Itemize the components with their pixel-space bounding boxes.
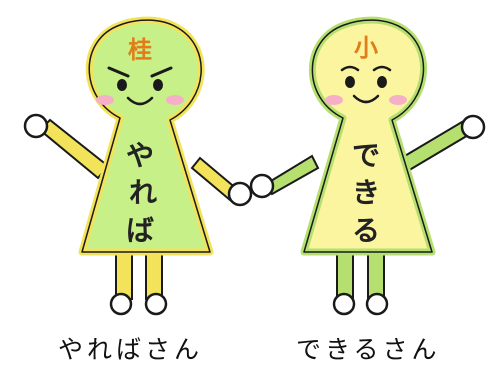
smile <box>126 96 154 106</box>
left-cheek <box>96 95 114 105</box>
left-character-legs <box>109 252 168 316</box>
caption-dekiru: できるさん <box>296 335 441 364</box>
left-body-char-2: れ <box>129 176 157 209</box>
right-head-label: 小 <box>354 34 378 62</box>
caption-yareba: やればさん <box>58 335 204 364</box>
right-character-face <box>325 65 407 105</box>
right-character-hand <box>249 173 275 199</box>
joined-hands <box>227 173 275 207</box>
right-cheek <box>166 95 184 105</box>
left-cheek <box>325 95 343 105</box>
left-character-face <box>96 66 184 106</box>
right-body-char-2: き <box>352 176 380 209</box>
character-dekiru: 小 で き る <box>264 16 486 316</box>
smile <box>352 94 380 104</box>
left-character-hand <box>227 181 253 207</box>
left-head-label: 桂 <box>128 36 152 64</box>
left-body-char-1: や <box>126 139 154 172</box>
character-yareba: 桂 や れ ば <box>23 16 240 316</box>
right-cheek <box>389 95 407 105</box>
right-body-char-1: で <box>352 139 380 172</box>
left-character-left-arm <box>23 113 110 180</box>
right-character-right-arm <box>396 114 486 174</box>
right-character-legs <box>332 252 389 316</box>
right-body-char-3: る <box>352 214 380 247</box>
left-body-char-3: ば <box>126 214 154 247</box>
